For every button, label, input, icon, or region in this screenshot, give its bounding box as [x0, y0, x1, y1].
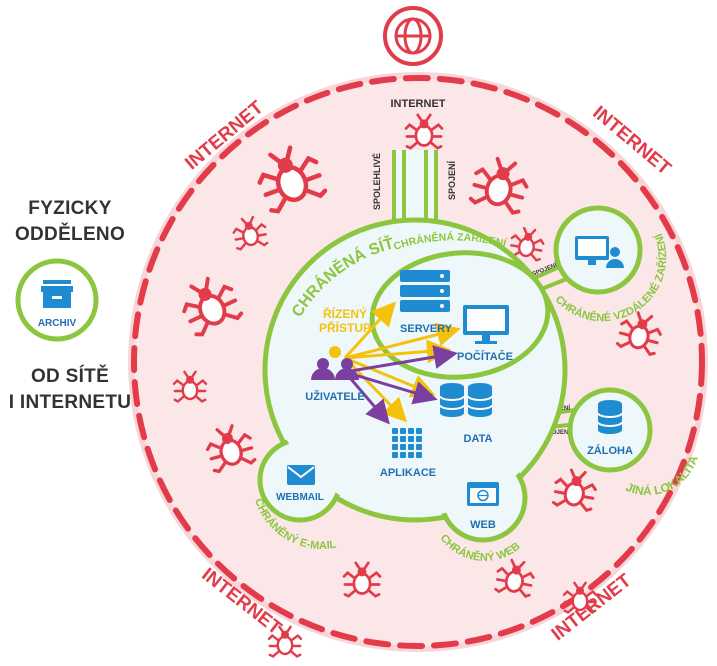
backup-database-icon [597, 400, 623, 434]
users-label: UŽIVATELÉ [305, 390, 364, 403]
offline-subtitle: OD SÍTĚ I INTERNETU [0, 364, 140, 416]
servers-label: SERVERY [400, 323, 453, 335]
bug-icon [182, 276, 244, 337]
internet-boundary [131, 75, 705, 649]
bug-icon [267, 625, 303, 658]
offline-subtitle-line2: I INTERNETU [8, 392, 132, 413]
monitor-icon [463, 305, 509, 344]
bug-icon [404, 113, 444, 150]
bug-icon [562, 581, 598, 614]
archive-box-icon [41, 280, 73, 308]
offline-title-line2: ODDĚLENO [14, 224, 126, 245]
pipe-label-connection: SPOJENÍ [447, 160, 457, 200]
data-label: DATA [464, 433, 493, 445]
web-label: WEB [470, 519, 496, 531]
remote-computer-icon [575, 236, 624, 268]
offline-title: FYZICKY ODDĚLENO [0, 196, 140, 248]
webmail-label: WEBMAIL [276, 492, 324, 503]
bug-icon [494, 558, 535, 598]
offline-subtitle-line1: OD SÍTĚ [30, 366, 110, 387]
apps-grid-icon [392, 428, 422, 458]
globe-icon [383, 6, 443, 66]
internet-label-top: INTERNET [391, 98, 446, 110]
archive-label: ARCHIV [38, 318, 77, 329]
web-browser-icon [467, 482, 499, 506]
users-icon [311, 346, 359, 380]
bug-icon [552, 468, 597, 513]
bug-icon [205, 424, 257, 474]
backup-pipe-label-2: SPOJENÍ [544, 428, 570, 436]
computers-label: POČÍTAČE [457, 350, 513, 363]
offline-title-line1: FYZICKY [28, 198, 112, 219]
server-icon [400, 270, 450, 312]
bug-icon [257, 145, 328, 214]
backup-label: ZÁLOHA [587, 444, 633, 457]
mail-icon [287, 465, 315, 485]
bug-icon [172, 370, 208, 403]
bug-icon [342, 561, 382, 598]
bug-icon [468, 156, 529, 215]
apps-label: APLIKACE [380, 467, 436, 479]
pipe-label-reliable: SPOLEHLIVÉ [372, 153, 382, 210]
threat-bugs [172, 113, 662, 658]
database-icon [439, 383, 493, 417]
bug-icon [616, 311, 662, 356]
bug-icon [232, 215, 269, 251]
